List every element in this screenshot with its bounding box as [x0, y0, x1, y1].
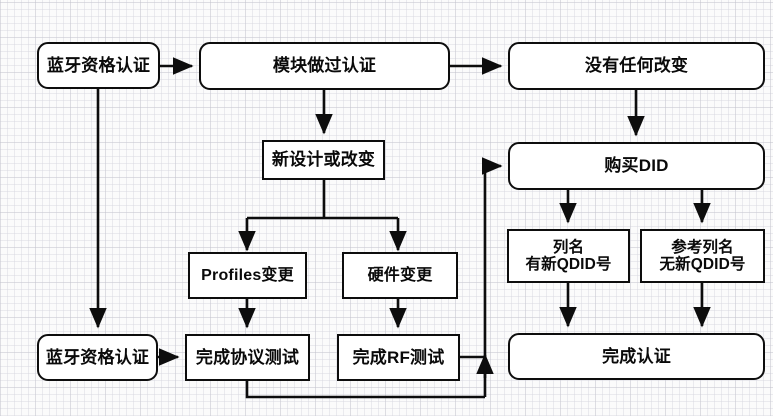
- node-no-change[interactable]: 没有任何改变: [508, 42, 765, 90]
- node-ref-listed-no-qdid[interactable]: 参考列名 无新QDID号: [640, 229, 765, 283]
- node-protocol-test[interactable]: 完成协议测试: [185, 334, 310, 381]
- node-bqb-bottom-label: 蓝牙资格认证: [45, 347, 150, 367]
- node-ref-listed-no-qdid-label-line1: 参考列名: [671, 238, 734, 256]
- node-new-design[interactable]: 新设计或改变: [262, 140, 385, 180]
- node-listed-new-qdid-label-line2: 有新QDID号: [525, 256, 612, 273]
- node-bqb-top-label: 蓝牙资格认证: [46, 55, 151, 75]
- edge-riser-to-buy-did: [481, 157, 503, 378]
- edge-protocol-test-route: [245, 381, 485, 399]
- node-profiles-change[interactable]: Profiles变更: [188, 252, 307, 299]
- node-hardware-change-label: 硬件变更: [367, 266, 433, 284]
- node-profiles-change-label: Profiles变更: [201, 266, 294, 284]
- node-bqb-top[interactable]: 蓝牙资格认证: [37, 42, 160, 89]
- node-listed-new-qdid-label-line1: 列名: [552, 238, 585, 256]
- node-protocol-test-label: 完成协议测试: [195, 347, 300, 367]
- node-cert-done[interactable]: 完成认证: [508, 333, 765, 380]
- node-no-change-label: 没有任何改变: [584, 56, 689, 76]
- node-rf-test-label: 完成RF测试: [352, 347, 445, 367]
- node-new-design-label: 新设计或改变: [271, 150, 376, 170]
- node-bqb-bottom[interactable]: 蓝牙资格认证: [37, 334, 158, 381]
- node-cert-done-label: 完成认证: [602, 346, 671, 366]
- node-listed-new-qdid[interactable]: 列名 有新QDID号: [507, 229, 630, 283]
- node-rf-test[interactable]: 完成RF测试: [337, 334, 460, 381]
- node-buy-did-label: 购买DID: [604, 156, 669, 176]
- node-hardware-change[interactable]: 硬件变更: [342, 252, 458, 299]
- node-ref-listed-no-qdid-label-line2: 无新QDID号: [659, 256, 746, 273]
- node-module-cert[interactable]: 模块做过认证: [199, 42, 450, 90]
- node-module-cert-label: 模块做过认证: [272, 56, 377, 76]
- node-buy-did[interactable]: 购买DID: [508, 142, 765, 190]
